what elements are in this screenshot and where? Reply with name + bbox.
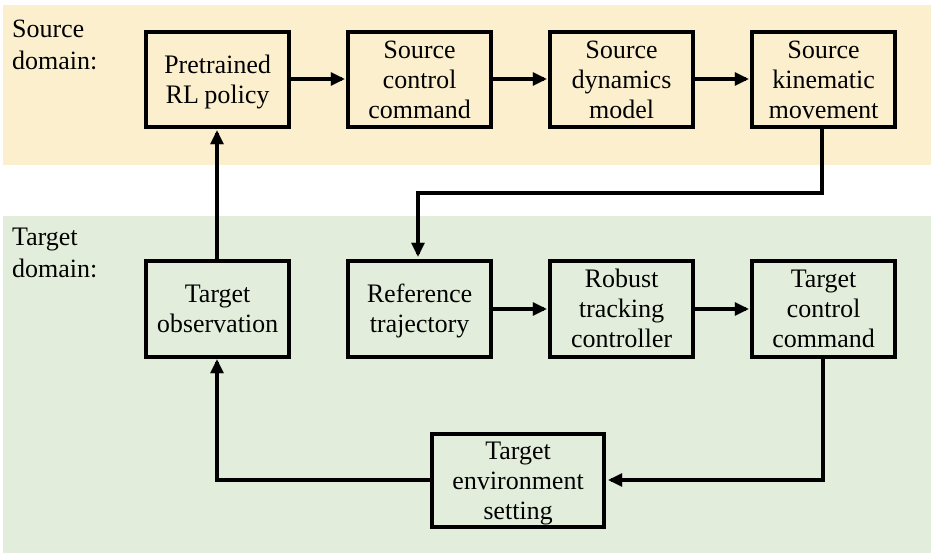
node-target-control-command: Target control command	[750, 259, 897, 359]
target-domain-label: Target domain:	[12, 222, 98, 283]
node-target-observation: Target observation	[144, 259, 291, 359]
node-source-kinematic-movement: Source kinematic movement	[750, 30, 897, 129]
node-robust-tracking-controller: Robust tracking controller	[548, 259, 695, 359]
node-reference-trajectory: Reference trajectory	[346, 259, 493, 359]
node-source-dynamics-model: Source dynamics model	[548, 30, 695, 129]
node-source-control-command: Source control command	[346, 30, 493, 129]
node-target-environment-setting: Target environment setting	[430, 432, 606, 529]
source-domain-label: Source domain:	[12, 14, 98, 75]
node-pretrained-rl-policy: Pretrained RL policy	[144, 30, 291, 129]
